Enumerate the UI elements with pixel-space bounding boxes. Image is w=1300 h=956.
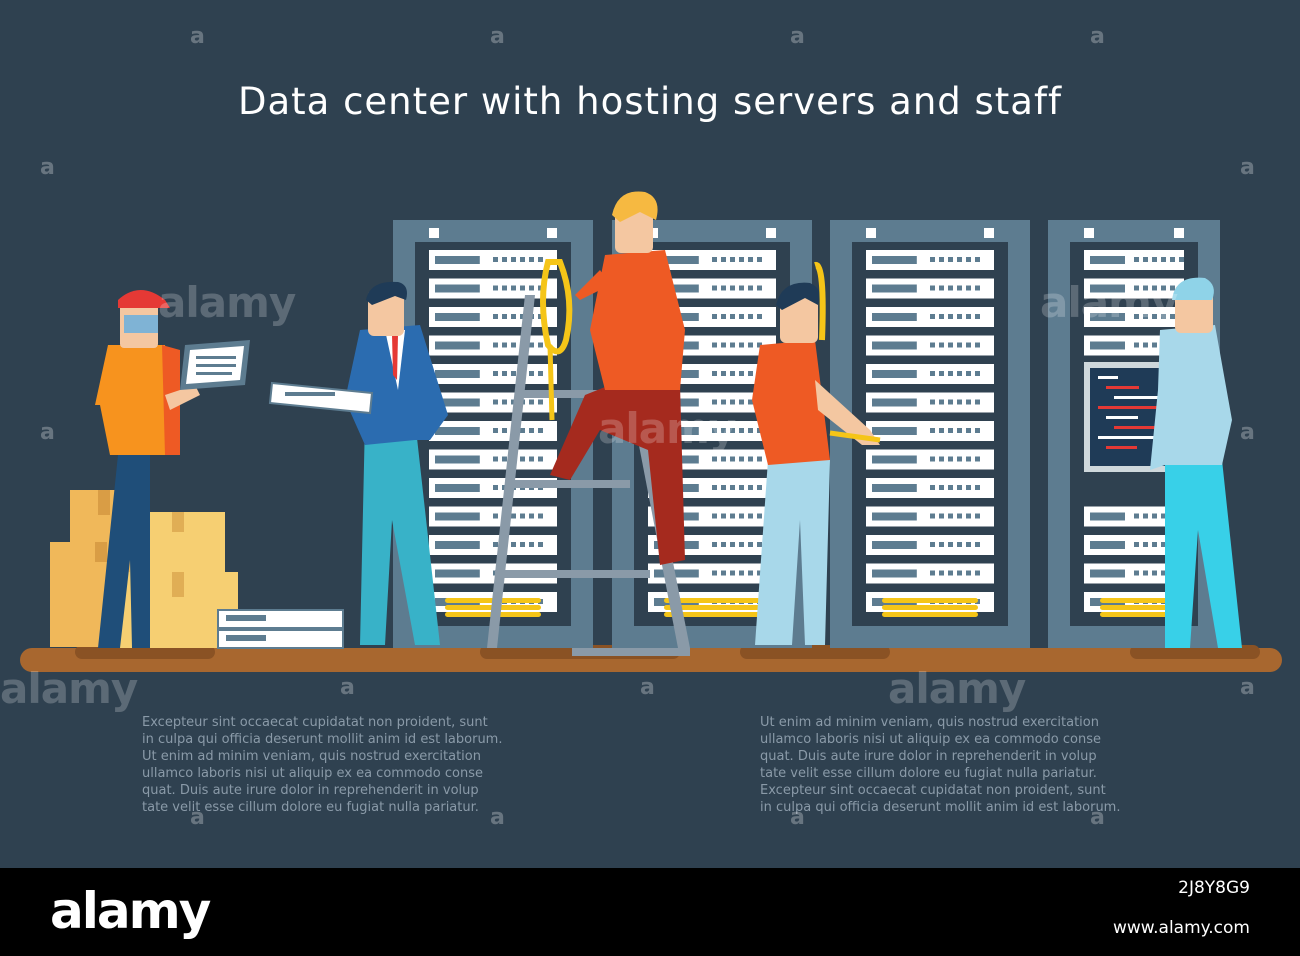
server-unit xyxy=(866,307,994,327)
server-unit xyxy=(866,535,994,555)
watermark-letter: a xyxy=(1240,675,1255,700)
server-unit xyxy=(429,250,557,270)
floor xyxy=(20,648,1282,672)
server-unit xyxy=(429,421,557,441)
server-unit xyxy=(648,563,776,584)
loose-server-unit xyxy=(217,609,344,649)
server-unit xyxy=(429,535,557,555)
watermark-letter: a xyxy=(1240,420,1255,445)
rack-server-icon xyxy=(268,381,374,415)
person-technician xyxy=(752,262,881,645)
server-rack xyxy=(830,220,1030,648)
watermark-letter: a xyxy=(1240,155,1255,180)
tablet-icon xyxy=(180,340,250,390)
server-unit xyxy=(866,506,994,527)
watermark-letter: a xyxy=(340,675,355,700)
server-unit xyxy=(429,449,557,470)
person-operator xyxy=(1150,277,1242,648)
server-unit xyxy=(1084,506,1184,527)
person-courier xyxy=(95,290,250,648)
illustration-canvas: Data center with hosting servers and sta… xyxy=(0,0,1300,868)
watermark-letter: a xyxy=(1090,805,1105,830)
watermark-letter: a xyxy=(40,420,55,445)
person-on-ladder xyxy=(540,191,685,565)
footer-logo: alamy xyxy=(50,882,211,940)
server-unit xyxy=(866,335,994,356)
server-unit xyxy=(866,421,994,441)
watermark-letter: a xyxy=(790,805,805,830)
watermark: alamy xyxy=(598,404,736,453)
server-unit xyxy=(866,563,994,584)
watermark-letter: a xyxy=(40,155,55,180)
watermark: alamy xyxy=(888,664,1026,713)
server-unit xyxy=(866,250,994,270)
server-unit xyxy=(648,250,776,270)
server-unit xyxy=(1084,250,1184,270)
server-unit xyxy=(866,392,994,413)
server-unit xyxy=(429,506,557,527)
body-text-left: Excepteur sint occaecat cupidatat non pr… xyxy=(142,715,503,815)
server-unit xyxy=(866,364,994,384)
server-unit xyxy=(866,449,994,470)
body-text-right: Ut enim ad minim veniam, quis nostrud ex… xyxy=(760,715,1121,815)
watermark: alamy xyxy=(158,278,296,327)
watermark: alamy xyxy=(0,664,138,713)
server-unit xyxy=(648,278,776,299)
person-suit xyxy=(268,281,448,645)
server-unit xyxy=(429,307,557,327)
watermark: alamy xyxy=(1040,278,1178,327)
footer-bar: alamy 2J8Y8G9 www.alamy.com xyxy=(0,868,1300,956)
image-id: 2J8Y8G9 xyxy=(1178,878,1250,898)
server-unit xyxy=(429,335,557,356)
server-unit xyxy=(429,364,557,384)
watermark-letter: a xyxy=(190,805,205,830)
watermark-letter: a xyxy=(1090,24,1105,49)
watermark-letter: a xyxy=(490,24,505,49)
server-unit xyxy=(866,278,994,299)
site-url: www.alamy.com xyxy=(1112,918,1250,938)
server-unit xyxy=(1084,278,1184,299)
server-unit xyxy=(429,278,557,299)
watermark-letter: a xyxy=(490,805,505,830)
page-title: Data center with hosting servers and sta… xyxy=(237,80,1063,123)
watermark-letter: a xyxy=(640,675,655,700)
data-center-scene xyxy=(20,191,1282,672)
watermark-letter: a xyxy=(190,24,205,49)
watermark-letter: a xyxy=(790,24,805,49)
server-unit xyxy=(866,478,994,498)
